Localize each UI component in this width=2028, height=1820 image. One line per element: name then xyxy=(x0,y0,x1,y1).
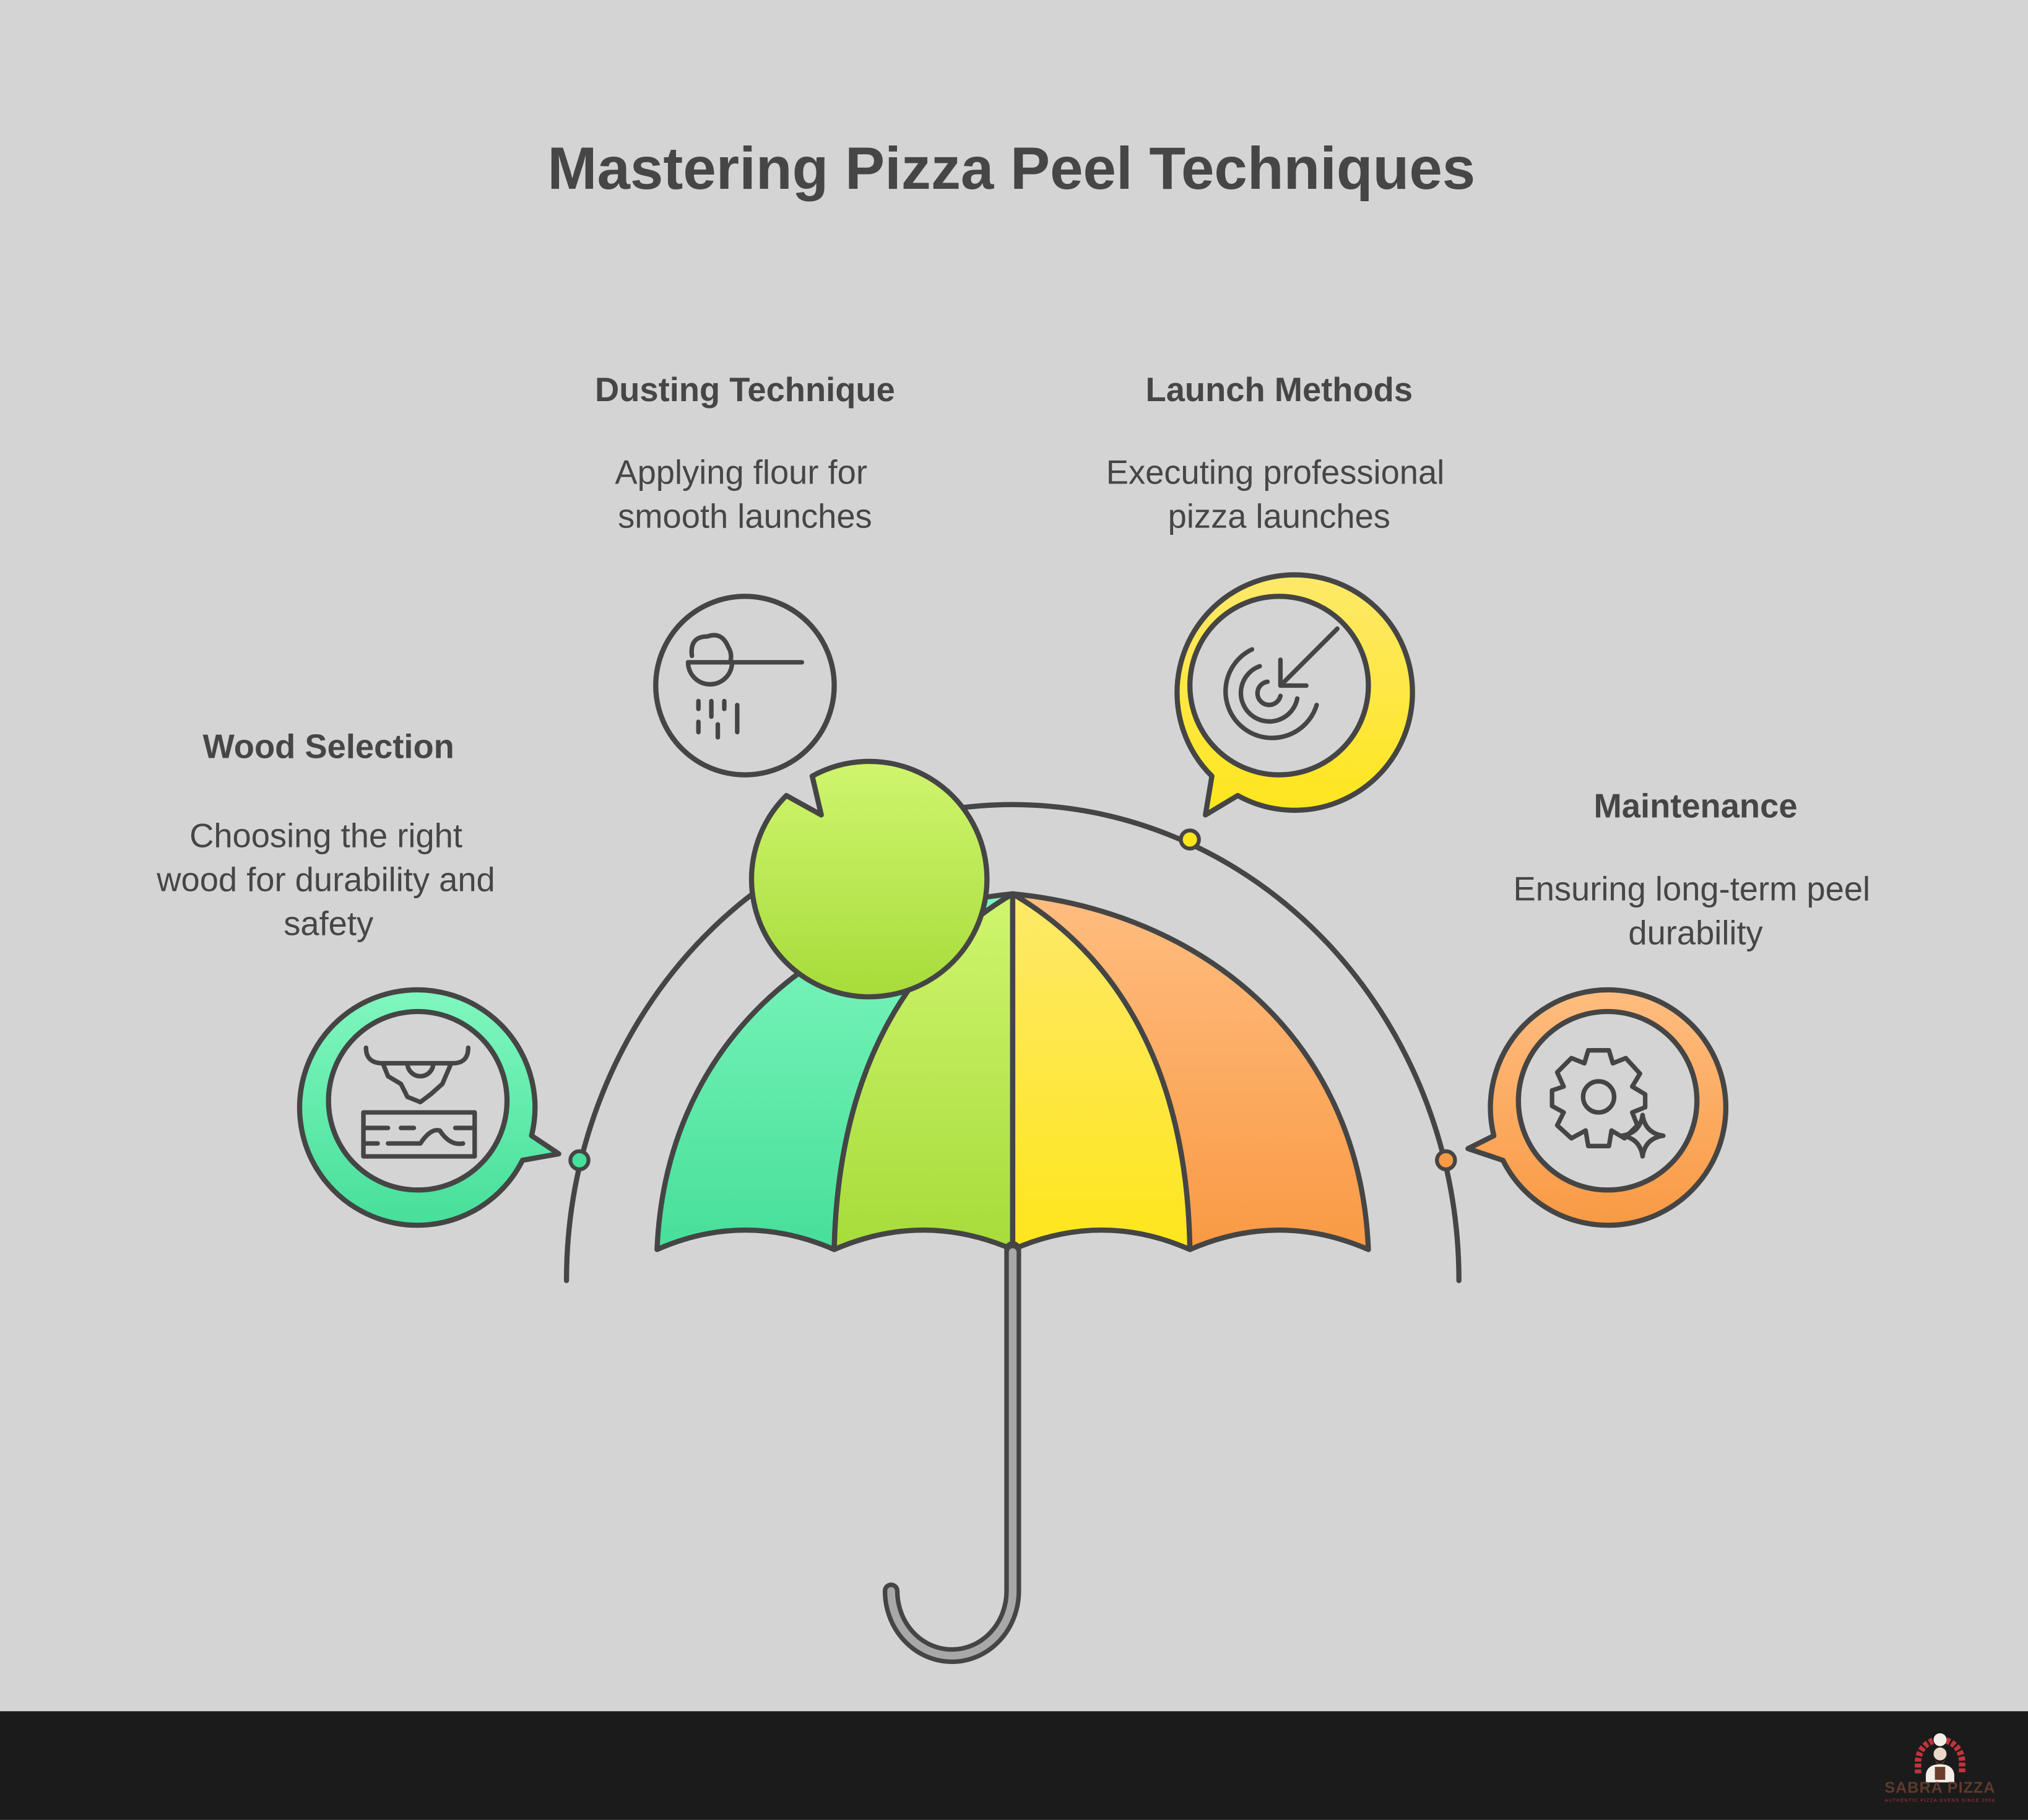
item-heading: Dusting Technique xyxy=(595,371,895,409)
connector-dot xyxy=(568,1149,591,1172)
item-desc: Executing professional xyxy=(1106,454,1444,492)
target-arrow-icon xyxy=(1223,626,1340,740)
item-dusting-technique: Dusting Technique Applying flour for smo… xyxy=(595,371,990,1000)
gear-sparkle-icon xyxy=(1549,1048,1666,1159)
flour-scoop-icon xyxy=(685,633,805,740)
connector-dot xyxy=(1435,1149,1457,1172)
bubble-inner xyxy=(1515,1008,1700,1193)
item-launch-methods: Launch Methods Executing professional pi… xyxy=(1106,371,1444,818)
item-desc: Choosing the right xyxy=(189,817,462,855)
item-wood-selection: Wood Selection Choosing the right wood f… xyxy=(156,728,561,1228)
footer-bar xyxy=(0,1711,2028,1820)
bubble-inner xyxy=(653,594,837,778)
item-desc: wood for durability and xyxy=(156,861,495,899)
item-heading: Wood Selection xyxy=(202,728,454,766)
wood-plank-icon xyxy=(361,1045,477,1159)
item-maintenance: Maintenance Ensuring long-term peel dura… xyxy=(1465,787,1870,1228)
item-desc: pizza launches xyxy=(1168,498,1390,535)
logo-tagline: AUTHENTIC PIZZA OVENS SINCE 2004 xyxy=(1885,1798,1995,1803)
item-heading: Launch Methods xyxy=(1146,371,1413,409)
logo-name: SABRA PIZZA xyxy=(1884,1779,1995,1796)
item-desc: smooth launches xyxy=(618,498,872,535)
umbrella-handle xyxy=(882,1241,1021,1664)
sabra-pizza-logo: SABRA PIZZA AUTHENTIC PIZZA OVENS SINCE … xyxy=(1884,1733,1995,1803)
umbrella-canopy xyxy=(654,891,1371,1252)
item-desc: Ensuring long-term peel xyxy=(1513,870,1870,908)
connector-dot xyxy=(1179,828,1201,851)
bubble xyxy=(748,758,990,1000)
item-desc: Applying flour for xyxy=(615,454,867,492)
outer-arc xyxy=(563,802,1462,1283)
item-desc: durability xyxy=(1628,914,1763,951)
page-title: Mastering Pizza Peel Techniques xyxy=(547,136,1475,202)
item-heading: Maintenance xyxy=(1594,787,1798,825)
item-desc: safety xyxy=(284,905,374,943)
